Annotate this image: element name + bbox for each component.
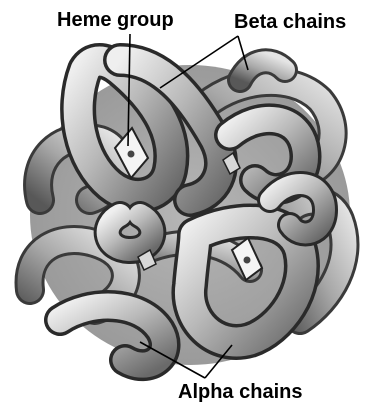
- alpha-chains-label: Alpha chains: [178, 382, 302, 402]
- beta-chains-label: Beta chains: [234, 12, 346, 32]
- heme-group-label: Heme group: [57, 10, 174, 30]
